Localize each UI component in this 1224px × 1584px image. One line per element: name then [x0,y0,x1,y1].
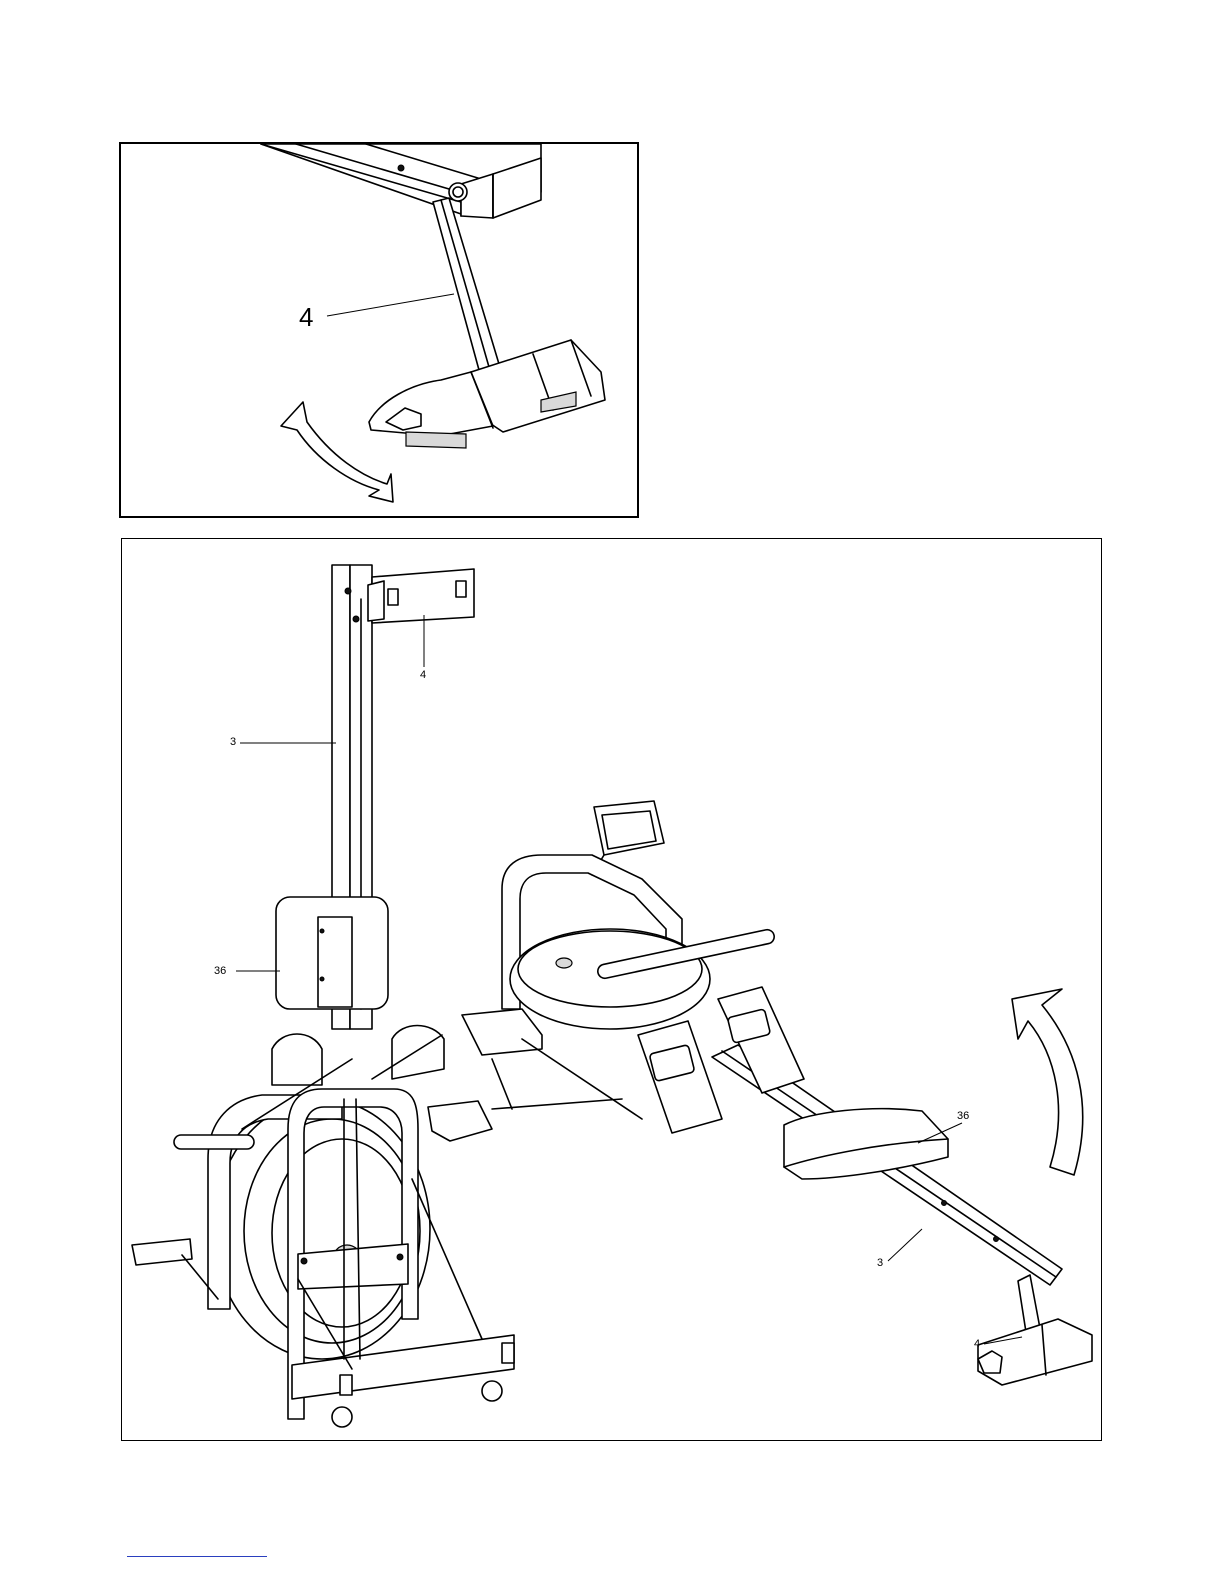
callout-leg: 4 [299,304,313,330]
detail-view-rear-leg: 4 [119,142,639,518]
callout-leader-leg [327,294,454,316]
folded-rower [132,565,514,1427]
rail-beam [261,144,541,218]
footer-rule [127,1556,267,1557]
callout-rail-unfolded: 3 [877,1258,883,1269]
callout-rail-folded: 3 [230,737,236,748]
callout-seat-unfolded: 36 [957,1111,969,1122]
unfolded-rower [428,801,1092,1385]
rower-illustration [122,539,1102,1441]
overview-folded-unfolded: 4 3 36 36 3 4 [121,538,1102,1441]
callout-seat-folded: 36 [214,966,226,977]
callout-leg-unfolded: 4 [974,1339,980,1350]
rotate-arrow-icon [1012,989,1083,1175]
callout-leg-folded: 4 [420,670,426,681]
leg-tube [433,198,499,370]
rear-leg-illustration [121,144,639,518]
